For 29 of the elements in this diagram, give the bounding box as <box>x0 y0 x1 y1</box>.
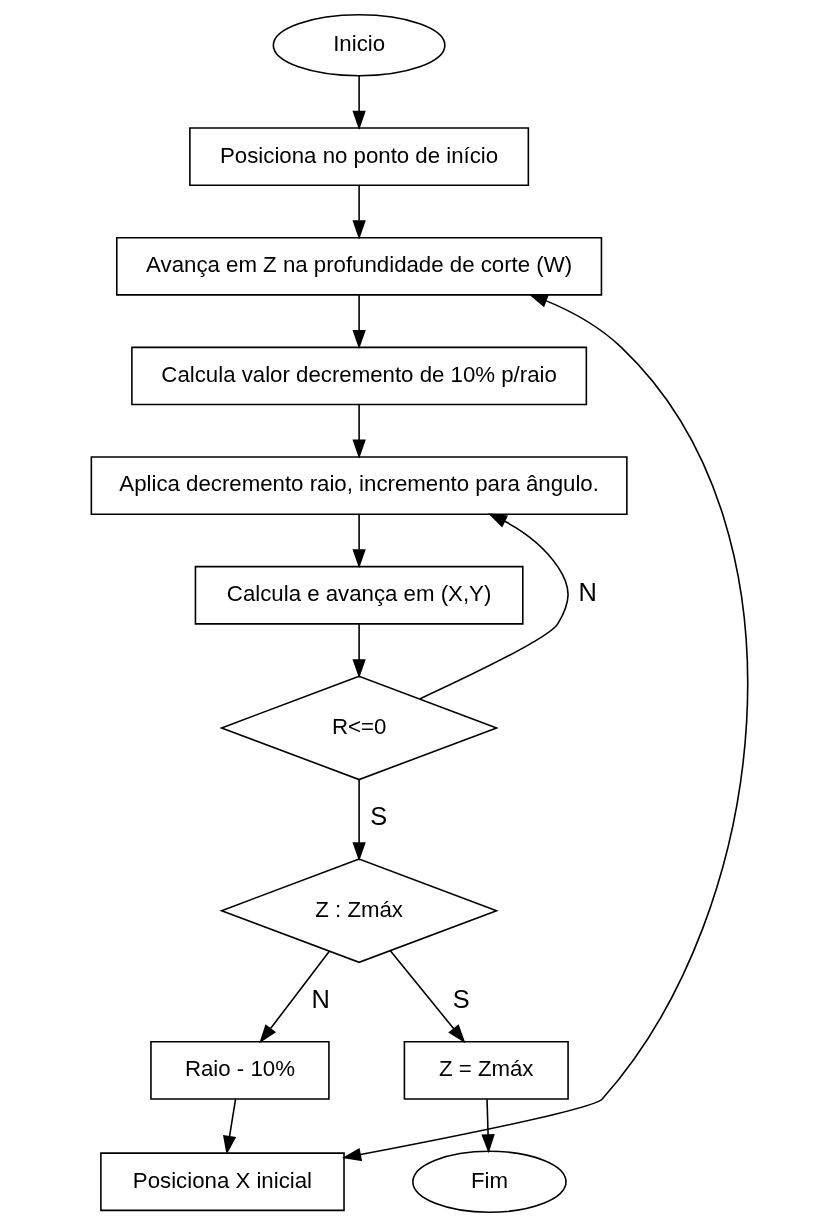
node-diamond: R<=0 <box>219 675 499 781</box>
arrow <box>419 513 569 700</box>
edge-label: N <box>578 578 597 607</box>
edge-label: S <box>370 802 388 831</box>
arrow <box>352 623 366 679</box>
arrow <box>352 75 366 130</box>
node-box: Posiciona no ponto de início <box>189 127 530 187</box>
arrow <box>223 1098 237 1155</box>
node-ellipse: Fim <box>412 1150 567 1213</box>
arrow <box>259 950 331 1044</box>
arrow <box>389 950 466 1044</box>
node-ellipse: Inicio <box>272 14 446 77</box>
node-box: Calcula valor decremento de 10% p/raio <box>131 346 588 406</box>
node-box: Aplica decremento raio, incremento para ângulo. <box>90 456 628 515</box>
edge-label: N <box>311 985 330 1014</box>
arrow <box>342 294 748 1162</box>
arrow <box>352 294 366 350</box>
node-box: Avança em Z na profundidade de corte (W) <box>116 236 603 296</box>
edge-label: S <box>452 985 470 1014</box>
node-box: Calcula e avança em (X,Y) <box>194 565 524 625</box>
node-box: Posiciona X inicial <box>100 1152 345 1212</box>
arrow <box>352 404 366 459</box>
node-box: Z = Zmáx <box>403 1040 569 1100</box>
node-box: Raio - 10% <box>150 1040 330 1100</box>
arrow <box>352 513 366 569</box>
arrow <box>481 1098 495 1154</box>
arrow <box>352 184 366 240</box>
node-diamond: Z : Zmáx <box>219 858 499 964</box>
arrow <box>352 779 366 862</box>
